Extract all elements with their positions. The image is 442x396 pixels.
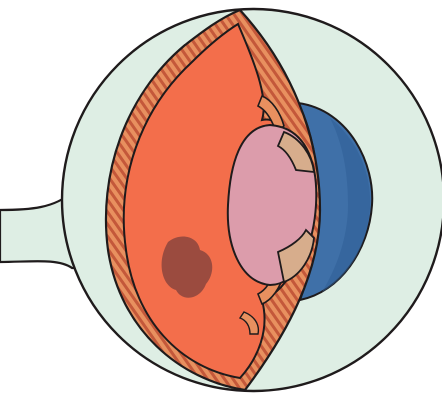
eye-diagram <box>0 0 442 396</box>
